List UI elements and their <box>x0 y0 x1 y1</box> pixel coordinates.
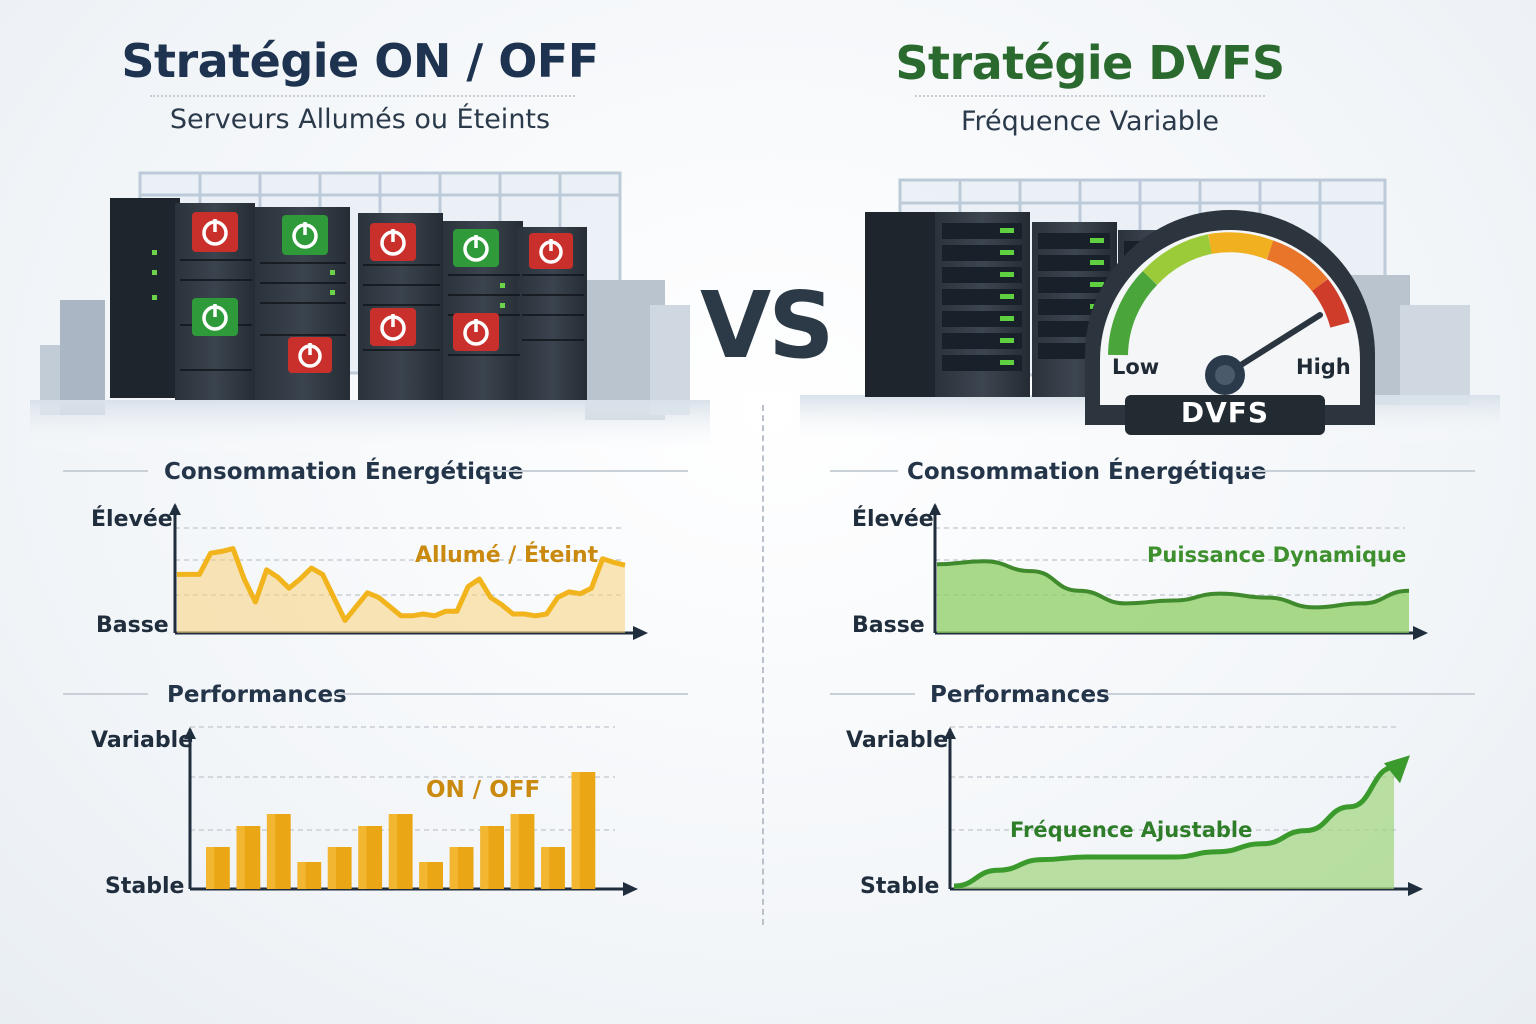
x-axis-arrow <box>1413 626 1428 640</box>
left-title: Stratégie ON / OFF <box>121 34 599 88</box>
power-off-icon <box>370 308 416 346</box>
gauge-dvfs-label: DVFS <box>1180 396 1270 429</box>
performance-bar-highlight <box>236 826 245 889</box>
performance-bar-highlight <box>327 847 337 889</box>
energy-area <box>937 561 1409 633</box>
right-title-underline <box>915 95 1265 97</box>
left-perf-ylabel-top: Variable <box>91 728 194 753</box>
left-energy-rule-a <box>63 470 148 472</box>
x-axis-arrow <box>633 626 648 640</box>
center-divider <box>762 405 764 925</box>
rack-1 <box>110 198 255 400</box>
energy-area <box>177 548 625 633</box>
right-perf-ylabel-top: Variable <box>846 728 949 753</box>
right-title: Stratégie DVFS <box>895 36 1285 90</box>
performance-bar-highlight <box>358 826 367 889</box>
performance-bar-highlight <box>297 862 306 889</box>
power-off-icon <box>192 212 238 252</box>
chart-annotation: Puissance Dynamique <box>1147 543 1406 567</box>
chart-annotation: Allumé / Éteint <box>415 542 599 568</box>
energy-line <box>177 546 626 623</box>
performance-bar-highlight <box>419 862 428 889</box>
arrow-head-icon <box>1384 755 1410 784</box>
left-perf-heading: Performances <box>167 682 347 708</box>
performance-bar-highlight <box>206 847 215 889</box>
left-server-illustration <box>30 171 710 455</box>
rack-1 <box>865 212 945 397</box>
left-energy-heading: Consommation Énergétique <box>164 459 524 485</box>
right-subtitle: Fréquence Variable <box>960 106 1220 137</box>
performance-bar-highlight <box>388 814 398 889</box>
energy-line <box>936 559 1410 610</box>
left-energy-chart: Allumé / Éteint <box>169 503 648 640</box>
performance-bar-highlight <box>541 847 550 889</box>
right-server-illustration <box>800 178 1500 445</box>
right-energy-chart: Puissance Dynamique <box>929 503 1428 640</box>
performance-bar-highlight <box>480 826 489 889</box>
right-energy-rule-a <box>830 470 898 472</box>
right-perf-rule-b <box>1105 693 1475 695</box>
gauge-high-label: High <box>1296 355 1351 379</box>
y-axis-arrow <box>184 727 196 739</box>
power-off-icon <box>453 313 499 351</box>
left-energy-ylabel-bottom: Basse <box>96 613 169 638</box>
chart-annotation: Fréquence Ajustable <box>1010 818 1252 842</box>
power-off-icon <box>288 337 332 373</box>
left-perf-rule-a <box>63 693 148 695</box>
right-energy-ylabel-top: Élevée <box>852 507 934 532</box>
left-perf-ylabel-bottom: Stable <box>105 874 185 899</box>
power-on-icon <box>282 215 328 255</box>
right-perf-rule-a <box>830 693 915 695</box>
performance-line <box>953 764 1395 889</box>
left-title-underline <box>150 95 575 97</box>
left-perf-rule-b <box>336 693 688 695</box>
vs-label: VS <box>700 272 834 379</box>
power-off-icon <box>529 233 573 269</box>
power-on-icon <box>192 298 238 336</box>
performance-bar-highlight <box>266 814 276 889</box>
y-axis-arrow <box>169 503 181 515</box>
performance-bar-highlight <box>449 847 458 889</box>
performance-bar-highlight <box>571 772 580 889</box>
x-axis-arrow <box>1408 882 1423 896</box>
right-perf-ylabel-bottom: Stable <box>860 874 940 899</box>
dvfs-gauge <box>1085 210 1375 435</box>
left-subtitle: Serveurs Allumés ou Éteints <box>169 104 551 135</box>
right-performance-chart: Fréquence Ajustable <box>944 726 1423 896</box>
left-energy-rule-b <box>480 470 688 472</box>
performance-bar-highlight <box>510 814 519 889</box>
left-performance-chart: ON / OFF <box>184 726 638 896</box>
chart-annotation: ON / OFF <box>426 777 540 803</box>
y-axis-arrow <box>929 503 941 515</box>
gauge-low-label: Low <box>1112 355 1160 379</box>
power-off-icon <box>370 223 416 261</box>
right-energy-heading: Consommation Énergétique <box>907 459 1267 485</box>
y-axis-arrow <box>944 727 956 739</box>
right-energy-ylabel-bottom: Basse <box>852 613 925 638</box>
right-energy-rule-b <box>1235 470 1475 472</box>
x-axis-arrow <box>623 882 638 896</box>
left-energy-ylabel-top: Élevée <box>91 507 173 532</box>
right-perf-heading: Performances <box>930 682 1110 708</box>
power-on-icon <box>453 229 499 267</box>
